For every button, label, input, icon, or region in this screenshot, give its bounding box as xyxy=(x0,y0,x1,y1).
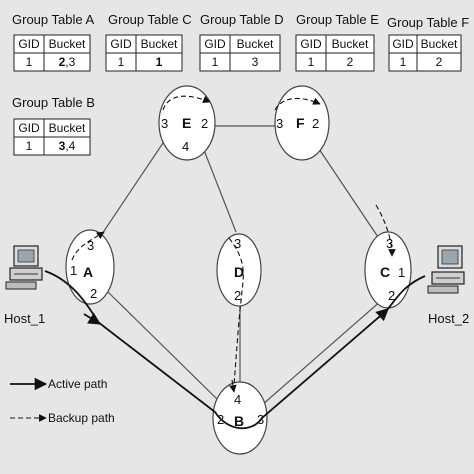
bucket-value: 3,4 xyxy=(59,139,76,153)
links xyxy=(97,125,383,406)
backup-segment-d xyxy=(228,237,244,386)
bucket-header: Bucket xyxy=(141,37,178,51)
group-table-e: Group Table E GID Bucket 1 2 xyxy=(295,12,379,72)
backup-segment-a xyxy=(71,231,105,261)
bucket-value: 2 xyxy=(436,55,443,69)
node-name: B xyxy=(234,413,244,429)
gid-value: 1 xyxy=(400,55,407,69)
port-label: 1 xyxy=(398,265,405,280)
legend: Active path Backup path xyxy=(10,377,115,425)
host-label: Host_2 xyxy=(428,311,469,326)
port-label: 4 xyxy=(182,139,189,154)
backup-arrowhead xyxy=(229,379,237,393)
computer-icon xyxy=(427,245,465,294)
node-name: E xyxy=(182,115,191,131)
port-label: 1 xyxy=(70,263,77,278)
node-a: 1 A 3 2 xyxy=(65,229,115,305)
gid-value: 1 xyxy=(308,55,315,69)
port-label: 2 xyxy=(201,116,208,131)
group-table-d: Group Table D GID Bucket 1 3 xyxy=(199,12,284,72)
port-label: 3 xyxy=(276,116,283,131)
gid-header: GID xyxy=(18,37,40,51)
bucket-value: 1 xyxy=(156,55,163,69)
port-label: 2 xyxy=(388,288,395,303)
link-a-b xyxy=(107,291,219,401)
node-d: 3 D 2 xyxy=(216,233,262,307)
node-name: A xyxy=(83,264,93,280)
gid-header: GID xyxy=(300,37,322,51)
group-table-title: Group Table D xyxy=(200,12,284,27)
bucket-value: 3 xyxy=(252,55,259,69)
backup-segment-e xyxy=(162,95,211,111)
active-path-line xyxy=(44,270,426,430)
group-table-b: Group Table B GID Bucket 1 3,4 xyxy=(12,95,95,156)
active-arrowhead xyxy=(375,308,389,322)
group-table-title: Group Table A xyxy=(12,12,94,27)
node-e: 3 E 2 4 xyxy=(158,85,216,161)
gid-header: GID xyxy=(18,121,40,135)
port-label: 3 xyxy=(87,238,94,253)
group-table-title: Group Table E xyxy=(296,12,379,27)
port-label: 3 xyxy=(386,236,393,251)
link-e-d xyxy=(201,144,237,233)
group-table-title: Group Table B xyxy=(12,95,95,110)
group-table-title: Group Table F xyxy=(387,15,469,30)
host-1: Host_1 xyxy=(4,245,45,326)
link-f-c xyxy=(312,139,381,241)
port-label: 3 xyxy=(234,236,241,251)
gid-header: GID xyxy=(392,37,414,51)
legend-active-label: Active path xyxy=(48,377,107,391)
group-table-c: Group Table C GID Bucket 1 1 xyxy=(105,12,192,72)
bucket-header: Bucket xyxy=(332,37,369,51)
active-arrowhead xyxy=(83,312,102,325)
bucket-header: Bucket xyxy=(49,37,86,51)
bucket-value: 2,3 xyxy=(59,55,76,69)
node-name: C xyxy=(380,264,390,280)
gid-value: 1 xyxy=(26,139,33,153)
gid-value: 1 xyxy=(26,55,33,69)
active-path xyxy=(44,270,426,430)
port-label: 2 xyxy=(234,288,241,303)
legend-backup-label: Backup path xyxy=(48,411,115,425)
node-c: 3 C 1 2 xyxy=(364,231,412,309)
node-f: 3 F 2 xyxy=(274,85,330,161)
host-2: Host_2 xyxy=(427,245,469,326)
gid-value: 1 xyxy=(118,55,125,69)
backup-segment-f xyxy=(274,97,321,111)
computer-icon xyxy=(5,245,43,290)
port-label: 2 xyxy=(312,116,319,131)
backup-path xyxy=(71,95,396,393)
link-e-a xyxy=(97,139,166,241)
backup-segment-c xyxy=(375,204,396,257)
node-name: D xyxy=(234,264,244,280)
group-table-title: Group Table C xyxy=(108,12,192,27)
gid-header: GID xyxy=(204,37,226,51)
group-table-a: Group Table A GID Bucket 1 2,3 xyxy=(12,12,94,72)
node-name: F xyxy=(296,115,305,131)
bucket-header: Bucket xyxy=(421,37,458,51)
gid-header: GID xyxy=(110,37,132,51)
group-table-f: Group Table F GID Bucket 1 2 xyxy=(387,15,469,72)
bucket-header: Bucket xyxy=(237,37,274,51)
bucket-header: Bucket xyxy=(49,121,86,135)
host-label: Host_1 xyxy=(4,311,45,326)
gid-value: 1 xyxy=(212,55,219,69)
port-label: 2 xyxy=(90,286,97,301)
port-label: 4 xyxy=(234,392,241,407)
node-b: 4 2 B 3 xyxy=(212,381,268,455)
bucket-value: 2 xyxy=(347,55,354,69)
link-b-c xyxy=(261,299,383,406)
port-label: 3 xyxy=(161,116,168,131)
